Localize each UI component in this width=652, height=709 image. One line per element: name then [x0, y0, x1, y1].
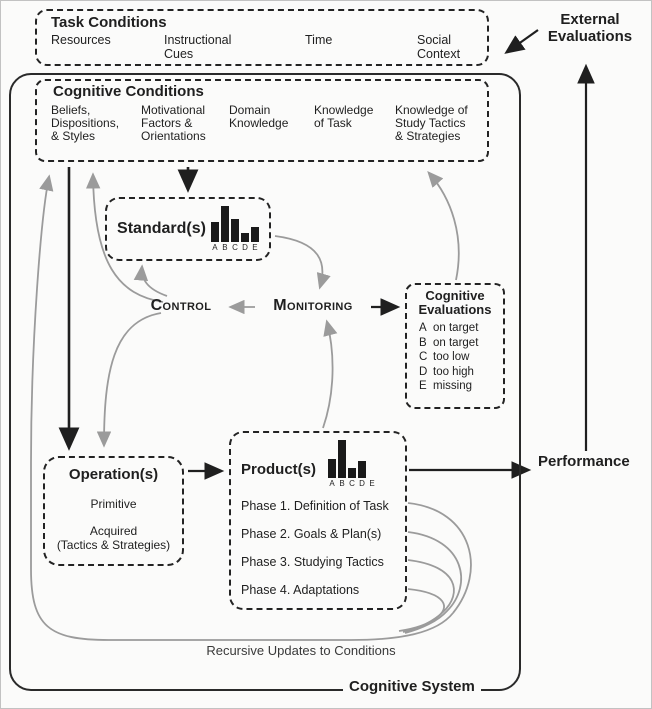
cognitive-system-label: Cognitive System — [343, 678, 481, 695]
bar-b: B — [338, 440, 346, 488]
task-condition-resources: Resources — [51, 33, 111, 47]
cognitive-condition-beliefs: Beliefs, Dispositions, & Styles — [51, 103, 120, 143]
task-conditions-title: Task Conditions — [51, 14, 167, 31]
recursive-loop-phase3 — [402, 559, 455, 633]
task-condition-social-context: Social Context — [417, 33, 461, 61]
bar-e: E — [250, 227, 259, 252]
evaluation-key: A — [419, 322, 427, 334]
evaluation-value: missing — [433, 380, 472, 392]
bar-c: C — [348, 468, 356, 488]
products-label: Product(s) — [241, 461, 316, 478]
control-label: Control — [150, 297, 212, 314]
cognitive-condition-domain-knowledge: Domain Knowledge — [229, 103, 289, 130]
cognitive-condition-motivational: Motivational Factors & Orientations — [141, 103, 206, 143]
task-condition-time: Time — [305, 33, 333, 47]
cognitive-condition-knowledge-of-task: Knowledge of Task — [314, 103, 374, 130]
operations-box: Operation(s) Primitive Acquired (Tactics… — [43, 456, 184, 566]
performance-label: Performance — [538, 453, 630, 470]
evaluation-key: E — [419, 380, 427, 392]
bar-e: E — [369, 479, 375, 488]
external-evaluations-label: External Evaluations — [547, 11, 633, 45]
bar-d: D — [240, 233, 249, 252]
evaluation-value: on target — [433, 336, 479, 349]
cognitive-conditions-box: Cognitive Conditions Beliefs, Dispositio… — [35, 79, 489, 162]
arrow-evaluations-to-conditions — [427, 170, 460, 281]
recursive-loop-phase1 — [407, 502, 472, 614]
cognitive-evaluations-title: Cognitive Evaluations — [418, 288, 492, 317]
phase-1: Phase 1. Definition of Task — [241, 499, 389, 513]
operations-title: Operation(s) — [68, 466, 159, 483]
arrow-standards-to-monitoring — [274, 235, 331, 290]
arrow-products-to-monitoring — [322, 319, 338, 429]
evaluation-value: too high — [433, 365, 474, 378]
evaluation-value: on target — [433, 322, 479, 334]
bar-b: B — [220, 206, 229, 252]
standards-label: Standard(s) — [117, 220, 206, 237]
recursive-updates-label: Recursive Updates to Conditions — [206, 643, 396, 658]
task-condition-instructional-cues: Instructional Cues — [164, 33, 232, 61]
task-conditions-box: Task Conditions Resources Instructional … — [35, 9, 489, 66]
arrow-control-to-operations — [96, 312, 162, 448]
evaluation-key: D — [419, 365, 428, 378]
evaluation-key: C — [419, 351, 428, 363]
recursive-loop-phase2 — [404, 531, 463, 634]
evaluation-value: too low — [433, 351, 470, 363]
phase-3: Phase 3. Studying Tactics — [241, 555, 384, 569]
operations-acquired: Acquired (Tactics & Strategies) — [56, 524, 171, 552]
phase-2: Phase 2. Goals & Plan(s) — [241, 527, 382, 541]
bar-a: A — [210, 222, 219, 252]
bar-c: C — [230, 219, 239, 252]
evaluation-key: B — [419, 336, 427, 349]
operations-primitive: Primitive — [90, 497, 137, 511]
bar-a: A — [328, 459, 336, 488]
cognitive-conditions-title: Cognitive Conditions — [53, 83, 204, 100]
cognitive-condition-study-tactics: Knowledge of Study Tactics & Strategies — [395, 103, 468, 143]
monitoring-label: Monitoring — [273, 297, 353, 314]
arrow-control-to-standards — [133, 264, 168, 297]
phase-4: Phase 4. Adaptations — [241, 583, 360, 597]
bar-d: D — [358, 461, 366, 488]
